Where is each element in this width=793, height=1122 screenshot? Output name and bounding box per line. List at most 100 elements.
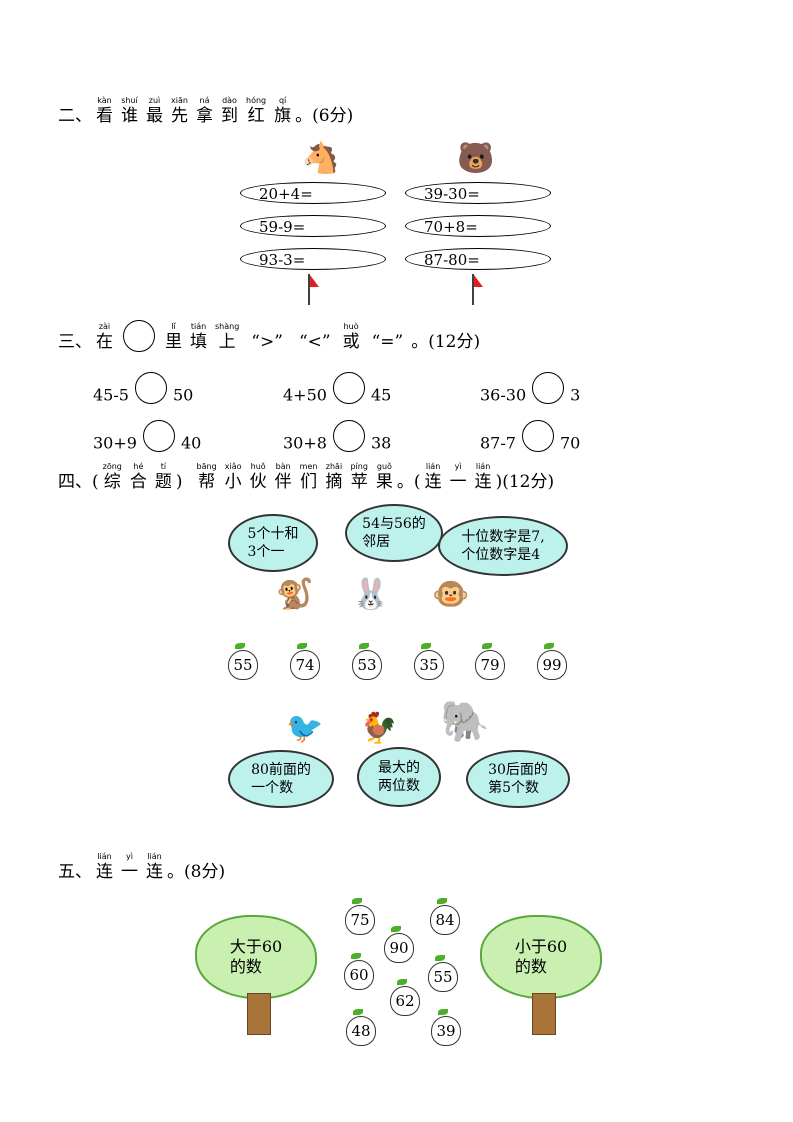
apple-number[interactable]: 53: [352, 643, 382, 680]
char: 到: [221, 106, 238, 126]
answer-circle[interactable]: [521, 420, 554, 452]
speech-bubble: 80前面的一个数: [228, 750, 334, 808]
pinyin: lián: [147, 852, 162, 861]
bubble-line: 十位数字是7,: [461, 529, 545, 545]
char: 红: [247, 106, 265, 126]
apple-number[interactable]: 74: [290, 643, 320, 680]
apple-number[interactable]: 90: [384, 926, 414, 963]
pinyin: qí: [278, 96, 287, 105]
equation-oval: 20+4=: [240, 182, 386, 204]
pinyin: lián: [425, 462, 441, 471]
equation-oval: 93-3=: [240, 248, 386, 270]
char: 伙: [249, 472, 267, 492]
char: 题: [154, 472, 172, 492]
comparison-item: 4+50 45: [283, 372, 392, 412]
value: 3: [570, 385, 581, 405]
pinyin: guǒ: [376, 462, 392, 471]
value: 38: [370, 433, 392, 453]
pinyin: zuì: [148, 96, 161, 105]
char: 在: [96, 332, 113, 352]
char: 连: [474, 472, 492, 492]
equation-oval: 39-30=: [405, 182, 551, 204]
symbol-eq: “=”: [371, 332, 404, 352]
char: 上: [218, 332, 236, 352]
apple-number[interactable]: 62: [390, 979, 420, 1016]
red-flag-icon: [308, 274, 319, 305]
bubble-line: 两位数: [378, 778, 420, 794]
value: 45: [370, 385, 392, 405]
tree-label: 大于60: [229, 937, 283, 956]
answer-circle[interactable]: [332, 372, 365, 404]
tree-label: 的数: [229, 957, 262, 976]
elephant-icon: 🐘: [440, 699, 490, 745]
section-number: 五、: [58, 862, 92, 882]
symbol-gt: “>”: [251, 332, 283, 352]
bubble-line: 54与56的: [362, 516, 426, 532]
pinyin: shàng: [215, 322, 240, 331]
expr: 30+9: [93, 433, 137, 453]
expr: 45-5: [93, 385, 129, 405]
pinyin: zài: [98, 322, 111, 331]
char: 连: [96, 862, 113, 882]
bubble-line: 3个一: [247, 544, 285, 560]
pinyin: shuí: [121, 96, 138, 105]
bubble-line: 一个数: [251, 780, 294, 796]
char: 谁: [121, 106, 138, 126]
pinyin: bāng: [196, 462, 217, 471]
expr: 30+8: [283, 433, 327, 453]
equation-oval: 87-80=: [405, 248, 551, 270]
pinyin: lián: [97, 852, 112, 861]
red-flag-icon: [472, 274, 483, 305]
apple-number[interactable]: 60: [344, 953, 374, 990]
pinyin: huò: [343, 322, 359, 331]
answer-circle[interactable]: [532, 372, 565, 404]
char: 或: [342, 332, 360, 352]
bird-icon: 🐦: [286, 711, 324, 746]
apple-number[interactable]: 79: [475, 643, 505, 680]
expr: 87-7: [480, 433, 516, 453]
apple-number[interactable]: 99: [537, 643, 567, 680]
pinyin: dào: [222, 96, 237, 105]
apple-number[interactable]: 35: [414, 643, 444, 680]
pinyin: píng: [350, 462, 368, 471]
char: 小: [224, 472, 242, 492]
pinyin: hóng: [246, 96, 267, 105]
char: 伴: [274, 472, 292, 492]
speech-bubble: 54与56的邻居: [345, 504, 443, 562]
pinyin: xiǎo: [224, 462, 242, 471]
answer-circle[interactable]: [142, 420, 175, 452]
apple-number[interactable]: 48: [346, 1009, 376, 1046]
score: 。(6分): [295, 106, 354, 126]
section-number: 四、: [58, 472, 92, 492]
apple-number[interactable]: 55: [428, 955, 458, 992]
apple-number[interactable]: 84: [430, 898, 460, 935]
answer-circle[interactable]: [134, 372, 167, 404]
value: 70: [559, 433, 581, 453]
speech-bubble: 30后面的第5个数: [466, 750, 570, 808]
bubble-line: 第5个数: [488, 780, 539, 796]
answer-circle[interactable]: [332, 420, 365, 452]
apple-number[interactable]: 55: [228, 643, 258, 680]
apple-number[interactable]: 39: [431, 1009, 461, 1046]
apple-number[interactable]: 75: [345, 898, 375, 935]
pinyin: men: [299, 462, 318, 471]
expr: 4+50: [283, 385, 327, 405]
bear-icon: 🐻: [457, 141, 495, 176]
bubble-line: 个位数字是4: [461, 547, 541, 563]
